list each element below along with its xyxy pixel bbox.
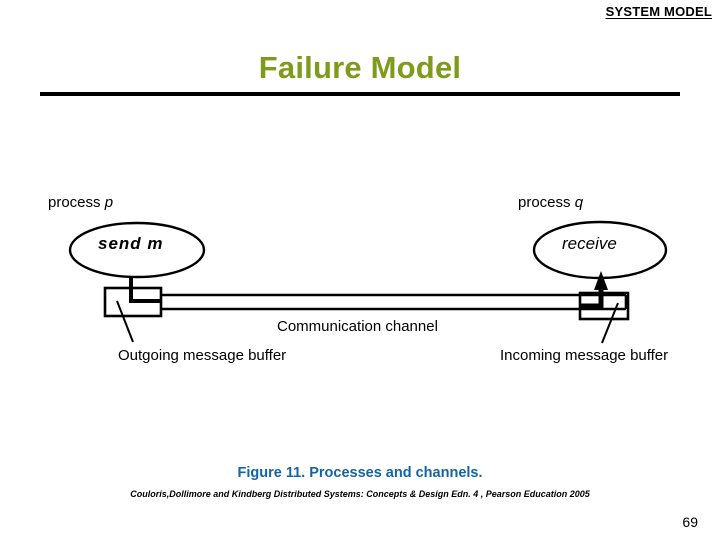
- title-divider: [40, 92, 680, 96]
- label-process-q-text: process: [518, 194, 575, 211]
- label-outgoing-message-buffer: Outgoing message buffer: [118, 347, 287, 364]
- label-process-p-text: process: [48, 194, 105, 211]
- figure-caption: Figure 11. Processes and channels.: [237, 465, 483, 481]
- outgoing-buffer-leader: [116, 300, 134, 343]
- label-incoming-message-buffer: Incoming message buffer: [500, 347, 669, 364]
- send-ellipse: [68, 221, 206, 279]
- incoming-arrow-head: [594, 271, 608, 290]
- outgoing-buffer-connector: [129, 288, 161, 303]
- page-number: 69: [682, 514, 698, 530]
- slide-header: SYSTEM MODEL: [605, 4, 712, 19]
- incoming-buffer-leader: [601, 302, 619, 344]
- label-process-q: process q: [518, 194, 583, 211]
- label-send-m: send m: [98, 234, 164, 253]
- figure-citation: Couloris,Dollimore and Kindberg Distribu…: [130, 489, 590, 499]
- label-process-q-var: q: [574, 194, 584, 211]
- page-title: Failure Model: [258, 50, 462, 85]
- figure-diagram: [68, 220, 668, 344]
- figure-processes-and-channels: process p process q send m receive Commu…: [0, 170, 720, 390]
- label-process-p-var: p: [104, 194, 114, 211]
- label-receive: receive: [562, 234, 617, 253]
- label-communication-channel: Communication channel: [277, 318, 438, 335]
- label-process-p: process p: [48, 194, 113, 211]
